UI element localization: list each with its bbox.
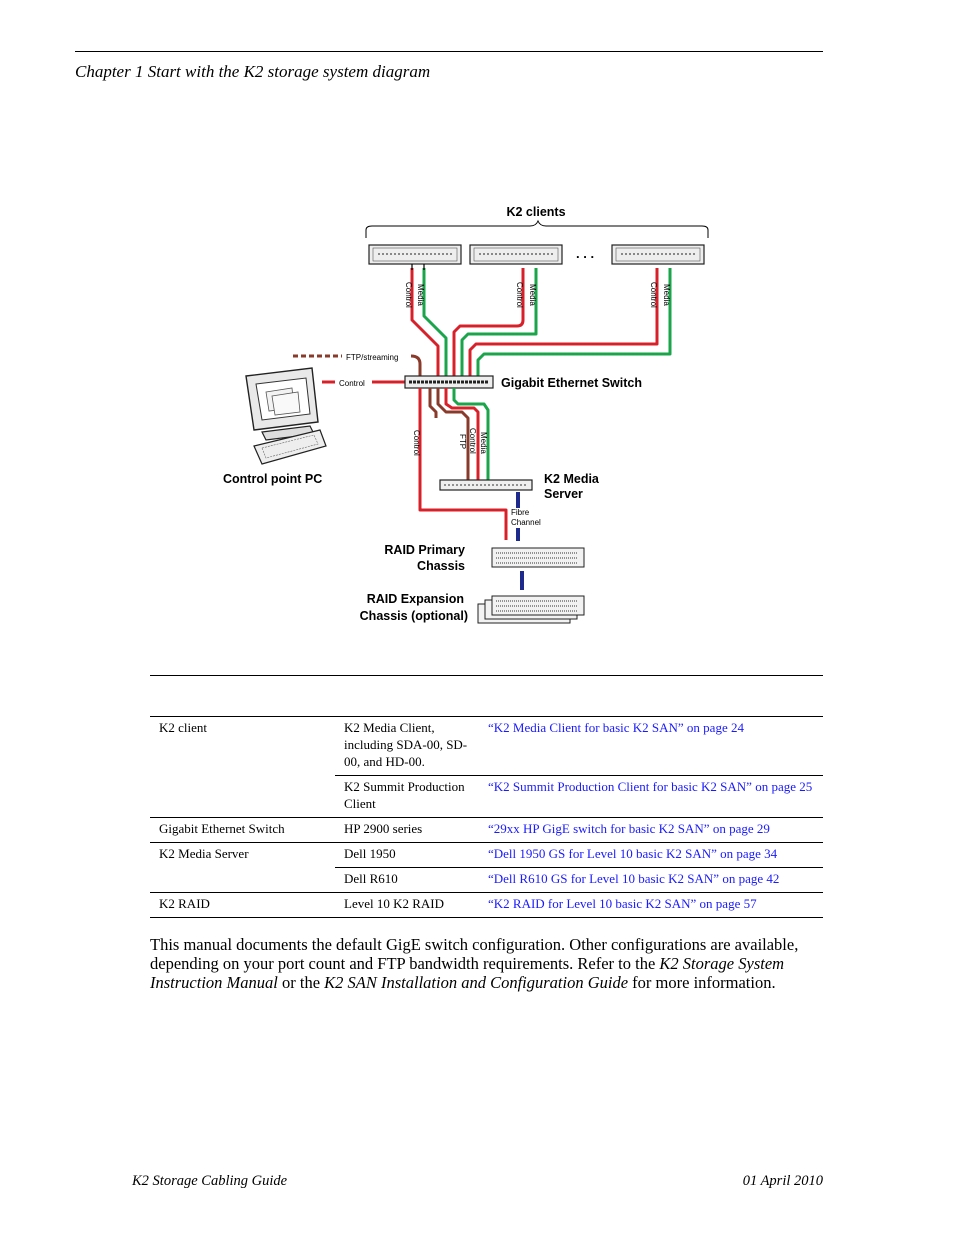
paragraph-text: for more information. [628,973,776,992]
k2-client-unit [469,244,563,265]
raid-expansion-label-2: Chassis (optional) [360,609,468,623]
model-cell: K2 Media Client, including SDA-00, SD-00… [335,716,479,776]
clients-brace [365,219,709,238]
table-row: K2 Summit Production Client “K2 Summit P… [150,775,823,818]
model-cell: Level 10 K2 RAID [335,892,479,918]
reference-link[interactable]: “K2 Summit Production Client for basic K… [479,775,823,818]
device-table: K2 client K2 Media Client, including SDA… [150,716,823,918]
reference-link[interactable]: “29xx HP GigE switch for basic K2 SAN” o… [479,817,823,843]
server-ftp-label: FTP [458,434,467,449]
client2-media-cable [460,268,538,380]
client1-media-cable [422,268,448,380]
raid-expansion-chassis [477,595,585,624]
doc-title-instruction-manual: K2 Storage System Instruction Manual [150,954,785,992]
server-control-label: Control [412,430,421,456]
ftp-streaming-to-switch [410,354,422,380]
fibre-label-1: Fibre [511,508,530,517]
k2-clients-label: K2 clients [506,205,565,219]
server-media-label: Media [479,432,488,454]
device-cell: Gigabit Ethernet Switch [150,817,335,843]
model-cell: HP 2900 series [335,817,479,843]
media-server-label-1: K2 Media [544,472,600,486]
reference-link[interactable]: “K2 Media Client for basic K2 SAN” on pa… [479,716,823,776]
client1-control-label: Control [404,282,413,308]
raid-primary-label-1: RAID Primary [384,543,465,557]
client2-control-cable [452,268,525,380]
client3-control-label: Control [649,282,658,308]
server-control-cable-2 [444,388,480,482]
media-server-label-2: Server [544,487,583,501]
body-paragraph: This manual documents the default GigE s… [150,935,825,992]
paragraph-text: This manual documents the default GigE s… [150,935,799,973]
model-cell: Dell R610 [335,867,479,893]
server-ftp-cable-2 [436,388,470,482]
k2-storage-system-diagram: K2 clients . . . Control Media Control M… [223,205,709,624]
k2-client-unit [368,244,462,265]
device-cell: K2 Media Server [150,842,335,868]
reference-link[interactable]: “Dell R610 GS for Level 10 basic K2 SAN”… [479,867,823,893]
k2-media-server [439,479,533,491]
gigabit-ethernet-switch [404,375,494,389]
client3-media-label: Media [662,284,671,306]
device-cell [150,776,335,818]
clients-ellipsis: . . . [576,246,594,261]
reference-link[interactable]: “Dell 1950 GS for Level 10 basic K2 SAN”… [479,842,823,868]
server-control-label-2: Control [468,428,477,454]
server-ftp-cable-1 [428,388,438,418]
table-row: Gigabit Ethernet Switch HP 2900 series “… [150,817,823,843]
control-point-pc [245,367,327,465]
footer-guide-title: K2 Storage Cabling Guide [132,1173,288,1189]
control-point-pc-label: Control point PC [223,472,322,486]
client3-control-cable [468,268,659,380]
table-top-rule [150,675,823,676]
model-cell: K2 Summit Production Client [335,775,479,818]
header-rule [75,51,823,52]
raid-primary-chassis [491,547,585,568]
table-row: Dell R610 “Dell R610 GS for Level 10 bas… [150,867,823,893]
server-control-cable-1 [418,388,508,540]
table-row: K2 client K2 Media Client, including SDA… [150,716,823,776]
device-cell: K2 RAID [150,892,335,918]
client1-media-label: Media [416,284,425,306]
pc-control-label: Control [339,379,365,388]
raid-primary-label-2: Chassis [417,559,465,573]
footer-date: 01 April 2010 [742,1173,823,1189]
table-row: K2 RAID Level 10 K2 RAID “K2 RAID for Le… [150,892,823,918]
chapter-title: Chapter 1 Start with the K2 storage syst… [75,62,431,81]
client1-control-cable [410,268,440,380]
model-cell: Dell 1950 [335,842,479,868]
switch-label: Gigabit Ethernet Switch [501,376,642,390]
device-cell: K2 client [150,716,335,776]
client3-media-cable [476,268,672,380]
doc-title-installation-guide: K2 SAN Installation and Configuration Gu… [324,973,629,992]
raid-expansion-label-1: RAID Expansion [367,592,464,606]
server-media-cable [452,388,490,482]
k2-client-unit [611,244,705,265]
fibre-label-2: Channel [511,518,541,527]
table-row: K2 Media Server Dell 1950 “Dell 1950 GS … [150,842,823,868]
paragraph-text: or the [277,973,325,992]
client2-control-label: Control [515,282,524,308]
ftp-streaming-label: FTP/streaming [346,353,398,362]
reference-link[interactable]: “K2 RAID for Level 10 basic K2 SAN” on p… [479,892,823,918]
client2-media-label: Media [528,284,537,306]
device-cell [150,868,335,893]
